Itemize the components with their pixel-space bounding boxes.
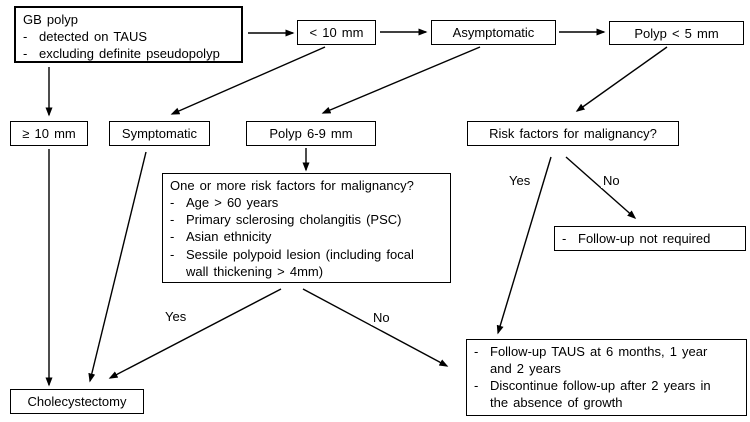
edge-label-no-right: No bbox=[601, 173, 622, 188]
bullet-dash: - bbox=[170, 229, 175, 245]
node-cholecystectomy-label: Cholecystectomy bbox=[27, 394, 127, 409]
bullet-dash: - bbox=[474, 344, 479, 359]
node-ge-10mm-label: ≥ 10 mm bbox=[22, 126, 76, 141]
bullet-item: - Asian ethnicity bbox=[170, 228, 443, 245]
node-polyp-6-9mm: Polyp 6-9 mm bbox=[246, 121, 376, 146]
bullet-text: Follow-up not required bbox=[578, 231, 711, 246]
node-gb-polyp: GB polyp - detected on TAUS - excluding … bbox=[14, 6, 243, 63]
node-risk-factors-list: One or more risk factors for malignancy?… bbox=[162, 173, 451, 283]
bullet-item: - Discontinue follow-up after 2 years in… bbox=[474, 377, 739, 411]
arrow-polyplt5-to-riskquestion bbox=[575, 46, 668, 112]
arrow-risklist-no-to-followupplan bbox=[302, 288, 449, 367]
node-gb-polyp-title: GB polyp bbox=[23, 12, 78, 27]
node-polyp-6-9mm-label: Polyp 6-9 mm bbox=[269, 126, 353, 141]
bullet-text: Discontinue follow-up after 2 years in t… bbox=[490, 378, 711, 411]
edge-label-no-center: No bbox=[371, 310, 392, 325]
arrow-risklist-yes-to-cholecystectomy bbox=[108, 288, 282, 379]
bullet-item: - Sessile polypoid lesion (including foc… bbox=[170, 246, 443, 280]
bullet-dash: - bbox=[562, 231, 567, 246]
node-risk-factors-question: Risk factors for malignancy? bbox=[467, 121, 679, 146]
arrow-symptomatic-to-cholecystectomy bbox=[88, 151, 147, 383]
node-ge-10mm: ≥ 10 mm bbox=[10, 121, 88, 146]
bullet-item: - Follow-up TAUS at 6 months, 1 year and… bbox=[474, 343, 739, 377]
bullet-dash: - bbox=[474, 378, 479, 394]
bullet-dash: - bbox=[23, 46, 28, 62]
node-lt-10mm-label: < 10 mm bbox=[309, 25, 364, 40]
node-follow-up-plan: - Follow-up TAUS at 6 months, 1 year and… bbox=[466, 339, 747, 416]
edge-label-yes-right: Yes bbox=[507, 173, 533, 188]
node-symptomatic: Symptomatic bbox=[109, 121, 210, 146]
bullet-dash: - bbox=[170, 195, 175, 211]
node-risk-factors-list-title: One or more risk factors for malignancy? bbox=[170, 178, 414, 193]
bullet-item: - Follow-up not required bbox=[562, 230, 738, 247]
bullet-dash: - bbox=[23, 29, 28, 45]
node-follow-up-not-required: - Follow-up not required bbox=[554, 226, 746, 251]
node-lt-10mm: < 10 mm bbox=[297, 20, 376, 45]
node-risk-factors-question-label: Risk factors for malignancy? bbox=[489, 126, 657, 141]
bullet-item: - Age > 60 years bbox=[170, 194, 443, 211]
node-symptomatic-label: Symptomatic bbox=[121, 126, 198, 141]
bullet-text: Follow-up TAUS at 6 months, 1 year and 2… bbox=[490, 344, 708, 377]
bullet-text: Age > 60 years bbox=[186, 195, 279, 211]
edge-label-yes-left: Yes bbox=[163, 309, 189, 324]
bullet-text: excluding definite pseudopolyp bbox=[39, 46, 220, 62]
bullet-text: Asian ethnicity bbox=[186, 229, 272, 245]
bullet-item: - Primary sclerosing cholangitis (PSC) bbox=[170, 211, 443, 228]
bullet-item: - excluding definite pseudopolyp bbox=[23, 45, 234, 62]
node-asymptomatic: Asymptomatic bbox=[431, 20, 556, 45]
arrow-asymptomatic-to-polyp69 bbox=[321, 46, 481, 114]
bullet-text: Primary sclerosing cholangitis (PSC) bbox=[186, 212, 402, 228]
bullet-item: - detected on TAUS bbox=[23, 28, 234, 45]
bullet-dash: - bbox=[170, 212, 175, 228]
node-polyp-lt-5mm: Polyp < 5 mm bbox=[609, 21, 744, 45]
node-cholecystectomy: Cholecystectomy bbox=[10, 389, 144, 414]
node-asymptomatic-label: Asymptomatic bbox=[452, 25, 535, 40]
bullet-text: Sessile polypoid lesion (including focal… bbox=[186, 246, 414, 279]
bullet-text: detected on TAUS bbox=[39, 29, 148, 45]
bullet-dash: - bbox=[170, 246, 175, 262]
node-polyp-lt-5mm-label: Polyp < 5 mm bbox=[634, 25, 719, 41]
